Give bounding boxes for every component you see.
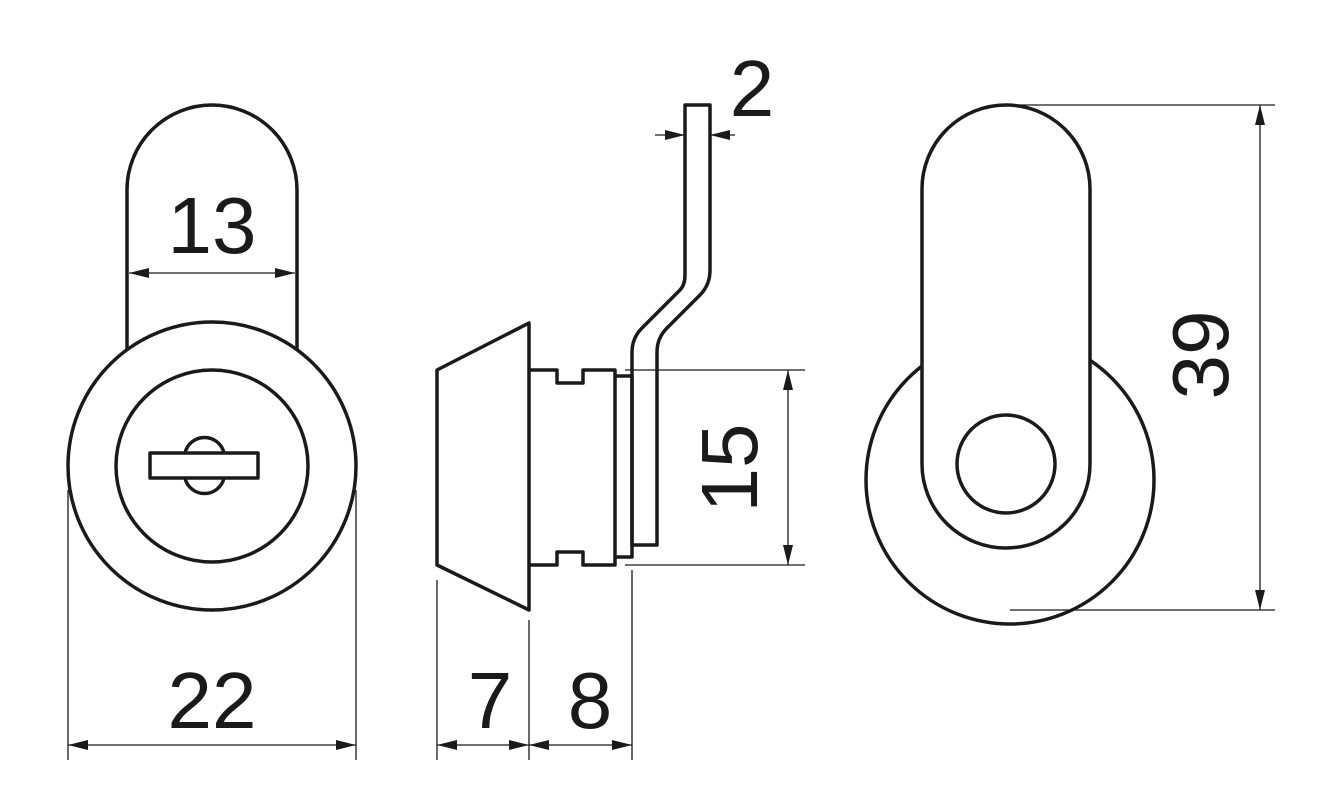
key-circle (183, 435, 226, 496)
side-view (435, 103, 712, 612)
dim-label-7: 7 (468, 656, 513, 745)
dim-label-22: 22 (168, 656, 257, 745)
dim-label-15: 15 (685, 424, 774, 513)
rear-hole (955, 413, 1057, 515)
dim-label-39: 39 (1156, 311, 1245, 400)
cam-tongue (125, 103, 299, 350)
washer-profile (615, 374, 634, 559)
dim-label-13: 13 (168, 181, 257, 270)
flange-profile (435, 321, 531, 612)
barrel-profile (529, 368, 617, 567)
dimensions: 13 22 7 8 2 15 39 (67, 44, 1275, 760)
front-view (66, 103, 358, 612)
dim-label-8: 8 (568, 656, 613, 745)
inner-face (114, 368, 310, 564)
dim-label-2: 2 (730, 44, 775, 133)
rear-cam (920, 103, 1092, 550)
rear-view (864, 103, 1156, 626)
cam-plate-profile (630, 103, 712, 547)
key-slot (148, 451, 260, 480)
outer-flange (66, 320, 358, 612)
